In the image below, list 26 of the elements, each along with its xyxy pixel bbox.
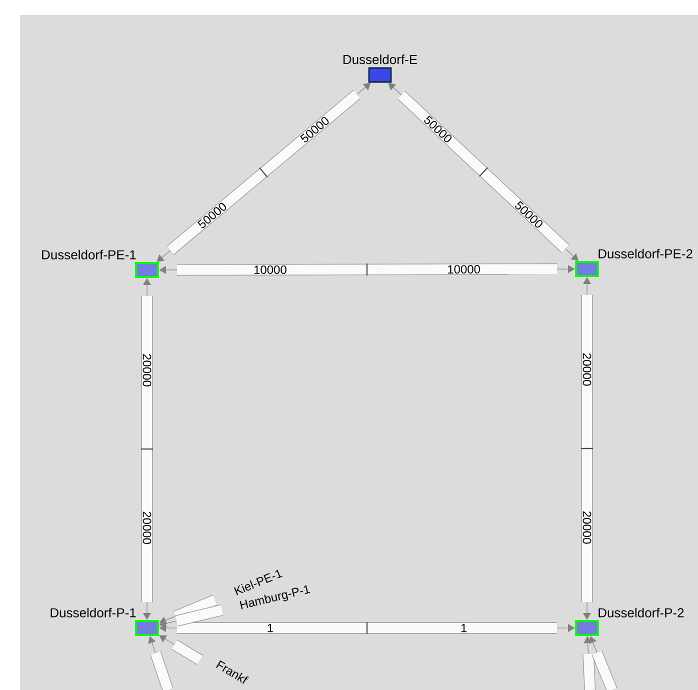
link-bar <box>589 636 618 690</box>
link-bar <box>159 263 575 276</box>
capacity-label: 10000 <box>446 264 481 274</box>
router-box: Dusseldorf-PE-1 <box>42 250 159 278</box>
edge-label: 10000 <box>253 264 288 274</box>
link-bar <box>159 635 203 665</box>
link-bar <box>159 622 575 634</box>
edge-label: 20000 <box>142 353 152 388</box>
node-label: Dusseldorf-PE-2 <box>598 248 692 258</box>
node-label: Dusseldorf-PE-1 <box>42 250 136 260</box>
link-bar <box>159 604 224 628</box>
link-bar <box>148 636 174 690</box>
router-box: Dusseldorf-E <box>344 54 417 83</box>
node-label: Dusseldorf-P-1 <box>50 608 136 618</box>
link-bar <box>159 594 218 624</box>
node-label: Dusseldorf-E <box>344 54 417 64</box>
router-box: Dusseldorf-PE-2 <box>575 248 692 277</box>
link-bar <box>156 82 371 262</box>
link-bar <box>388 82 578 261</box>
link-bar <box>141 278 153 620</box>
router-box: Dusseldorf-P-1 <box>50 608 159 636</box>
router-box: Dusseldorf-P-2 <box>575 608 684 636</box>
link-bar <box>581 277 593 620</box>
node-label: Dusseldorf-P-2 <box>598 608 684 618</box>
capacity-label: 20000 <box>142 510 152 545</box>
link-bar <box>582 636 596 690</box>
